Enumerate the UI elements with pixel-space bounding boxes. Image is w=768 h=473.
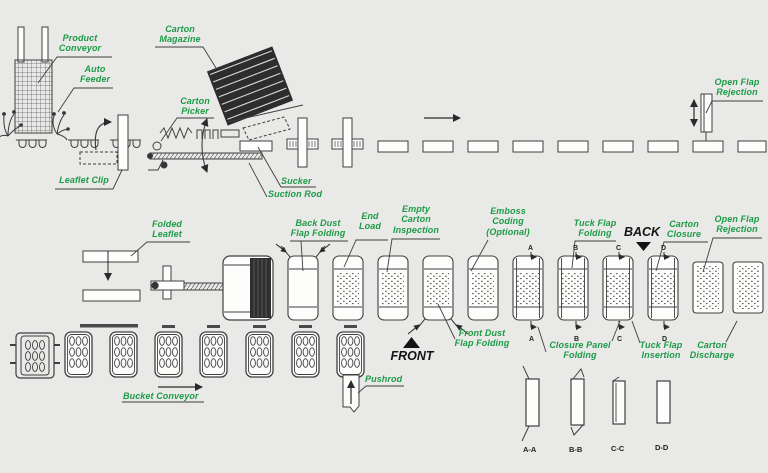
label-auto-feeder: Auto Feeder bbox=[79, 64, 111, 85]
label-open-flap-rejection-top: Open Flap Rejection bbox=[714, 77, 760, 98]
section-views: A-A B-B C-C D-D bbox=[521, 365, 671, 454]
label-emboss-coding: Emboss Coding (Optional) bbox=[486, 206, 530, 237]
label-pushrod: Pushrod bbox=[365, 374, 403, 384]
leaflet-pusher-shape bbox=[150, 265, 226, 300]
bucket bbox=[109, 331, 138, 378]
bucket-conveyor-shapes bbox=[10, 324, 357, 379]
bucket bbox=[64, 331, 93, 378]
marker-d-bottom: D bbox=[662, 336, 667, 343]
label-folded-leaflet: Folded Leaflet bbox=[151, 219, 183, 240]
label-product-conveyor: Product Conveyor bbox=[58, 33, 102, 54]
product-conveyor-shape bbox=[14, 26, 53, 134]
bucket bbox=[291, 331, 320, 378]
label-empty-carton-inspection: Empty Carton Inspection bbox=[392, 204, 439, 235]
leaflet-clip-shape bbox=[79, 114, 129, 171]
open-flap-rejection-device bbox=[690, 93, 713, 141]
label-front-dust-flap-folding: Front Dust Flap Folding bbox=[454, 328, 510, 349]
section-view-bb bbox=[570, 368, 585, 436]
pushrod-shape bbox=[342, 374, 360, 413]
marker-c-bottom: C bbox=[617, 336, 622, 343]
bucket bbox=[336, 331, 365, 378]
label-bucket-conveyor: Bucket Conveyor bbox=[123, 391, 199, 401]
flat-carton-row bbox=[377, 140, 767, 153]
carton-magazine-shape bbox=[206, 46, 304, 126]
label-carton-closure: Carton Closure bbox=[666, 219, 702, 240]
auto-feeder-plants bbox=[0, 110, 70, 141]
marker-b-top: B bbox=[573, 245, 578, 252]
section-view-cc-label: C-C bbox=[611, 444, 625, 453]
section-view-aa bbox=[521, 365, 540, 442]
marker-c-top: C bbox=[616, 245, 621, 252]
label-tuck-flap-insertion: Tuck Flap Insertion bbox=[639, 340, 683, 361]
section-view-dd bbox=[656, 380, 671, 424]
label-back-direction: BACK bbox=[623, 225, 661, 239]
label-tuck-flap-folding: Tuck Flap Folding bbox=[573, 218, 617, 239]
label-sucker: Sucker bbox=[281, 176, 312, 186]
marker-d-top: D bbox=[661, 245, 666, 252]
label-leaflet-clip: Leaflet Clip bbox=[59, 175, 109, 185]
label-open-flap-rejection-mid: Open Flap Rejection bbox=[714, 214, 760, 235]
carton-picker-shape bbox=[147, 116, 291, 173]
label-carton-discharge: Carton Discharge bbox=[689, 340, 735, 361]
label-suction-rod: Suction Rod bbox=[268, 189, 323, 199]
label-closure-panel-folding: Closure Panel Folding bbox=[549, 340, 611, 361]
bucket bbox=[154, 331, 183, 378]
bucket bbox=[245, 331, 274, 378]
folded-leaflet-shape bbox=[82, 250, 141, 302]
section-markers: A A B B C C D D bbox=[528, 245, 670, 343]
section-view-bb-label: B-B bbox=[569, 445, 583, 454]
label-carton-picker: Carton Picker bbox=[180, 96, 210, 117]
section-view-dd-label: D-D bbox=[655, 443, 669, 452]
bucket bbox=[199, 331, 228, 378]
front-direction-arrow bbox=[403, 337, 420, 348]
back-direction-arrow bbox=[636, 242, 651, 251]
marker-b-bottom: B bbox=[574, 336, 579, 343]
label-carton-magazine: Carton Magazine bbox=[159, 24, 201, 45]
leader-lines bbox=[37, 46, 763, 403]
product-load-box bbox=[222, 255, 274, 321]
indexing-bucket bbox=[10, 332, 60, 379]
label-back-dust-flap-folding: Back Dust Flap Folding bbox=[290, 218, 346, 239]
label-front-direction: FRONT bbox=[390, 349, 434, 363]
bucket-row bbox=[64, 331, 365, 378]
label-end-load: End Load bbox=[359, 211, 381, 232]
marker-a-top: A bbox=[528, 245, 533, 252]
marker-a-bottom: A bbox=[529, 336, 534, 343]
carton-flow-row bbox=[275, 243, 764, 335]
section-view-cc bbox=[612, 376, 626, 425]
section-view-aa-label: A-A bbox=[523, 445, 537, 454]
top-transfer-stations bbox=[286, 117, 364, 168]
